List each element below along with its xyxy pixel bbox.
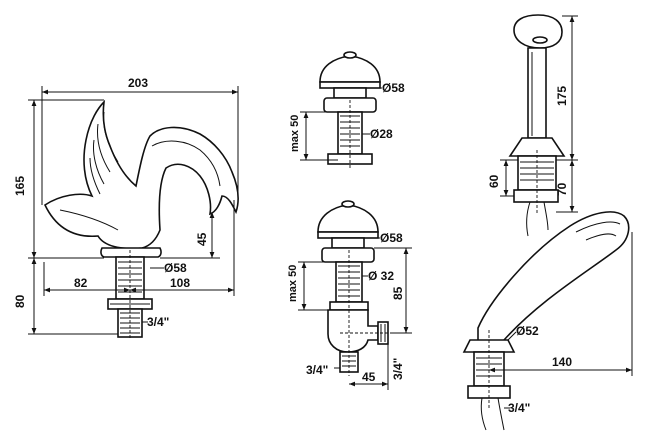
holder-head — [513, 14, 563, 49]
holder-arm — [527, 47, 547, 139]
dim-label-valve-top-body: Ø28 — [370, 127, 393, 141]
swan-neck-inner — [151, 140, 221, 187]
handshower: Ø52 140 3/4" — [462, 211, 633, 431]
holder-nut — [513, 189, 559, 203]
swan-body-outline — [43, 99, 239, 250]
valve-top-cap-base — [319, 81, 381, 89]
valve-top: Ø58 Ø28 max 50 — [289, 51, 405, 168]
dim-label-valve-diverter-body: Ø 32 — [368, 269, 394, 283]
dim-label-spout-thread: 3/4" — [147, 315, 169, 329]
handshower-handle — [477, 211, 630, 347]
valve-top-knob — [319, 55, 381, 83]
valve-diverter: Ø58 Ø 32 max 50 85 45 3/4" 3/4" — [287, 200, 412, 390]
dim-label-handshower-thread: 3/4" — [508, 401, 530, 415]
dim-label-203: 203 — [128, 76, 148, 90]
dim-label-valve-diverter-thread-right: 3/4" — [391, 358, 405, 380]
dim-label-handshower-140: 140 — [552, 355, 572, 369]
dim-label-spout-dia: Ø58 — [164, 261, 187, 275]
spout-flange — [100, 247, 162, 258]
dim-label-valve-diverter-85: 85 — [391, 286, 405, 300]
dim-label-108: 108 — [170, 276, 190, 290]
dim-label-valve-diverter-thread-left: 3/4" — [306, 363, 328, 377]
valve-diverter-elbow — [327, 309, 379, 353]
swan-wing-feathers — [59, 111, 119, 231]
dim-label-165: 165 — [13, 176, 27, 196]
handshower-hose — [480, 397, 505, 431]
valve-top-nut — [327, 153, 373, 165]
dim-label-valve-diverter-cap: Ø58 — [380, 231, 403, 245]
dim-label-45: 45 — [195, 232, 209, 246]
handshower-holder: 175 60 70 — [487, 14, 578, 237]
swan-spout: 203 165 80 45 Ø58 82 108 3/4" — [13, 76, 239, 340]
dim-label-valve-top-cap: Ø58 — [382, 81, 405, 95]
dim-label-holder-175: 175 — [555, 86, 569, 106]
valve-diverter-flange — [321, 247, 375, 263]
valve-diverter-knob — [317, 204, 379, 233]
dim-label-82: 82 — [74, 276, 88, 290]
dim-label-handshower-dia: Ø52 — [516, 324, 539, 338]
dim-label-valve-diverter-max: max 50 — [287, 265, 299, 302]
dim-label-valve-diverter-45: 45 — [362, 370, 376, 384]
dim-label-valve-top-max: max 50 — [289, 115, 301, 152]
dim-label-holder-70: 70 — [555, 182, 569, 196]
holder-base-flange — [508, 137, 566, 157]
dim-label-80: 80 — [13, 294, 27, 308]
dim-label-holder-60: 60 — [487, 174, 501, 188]
holder-hose — [526, 201, 549, 237]
